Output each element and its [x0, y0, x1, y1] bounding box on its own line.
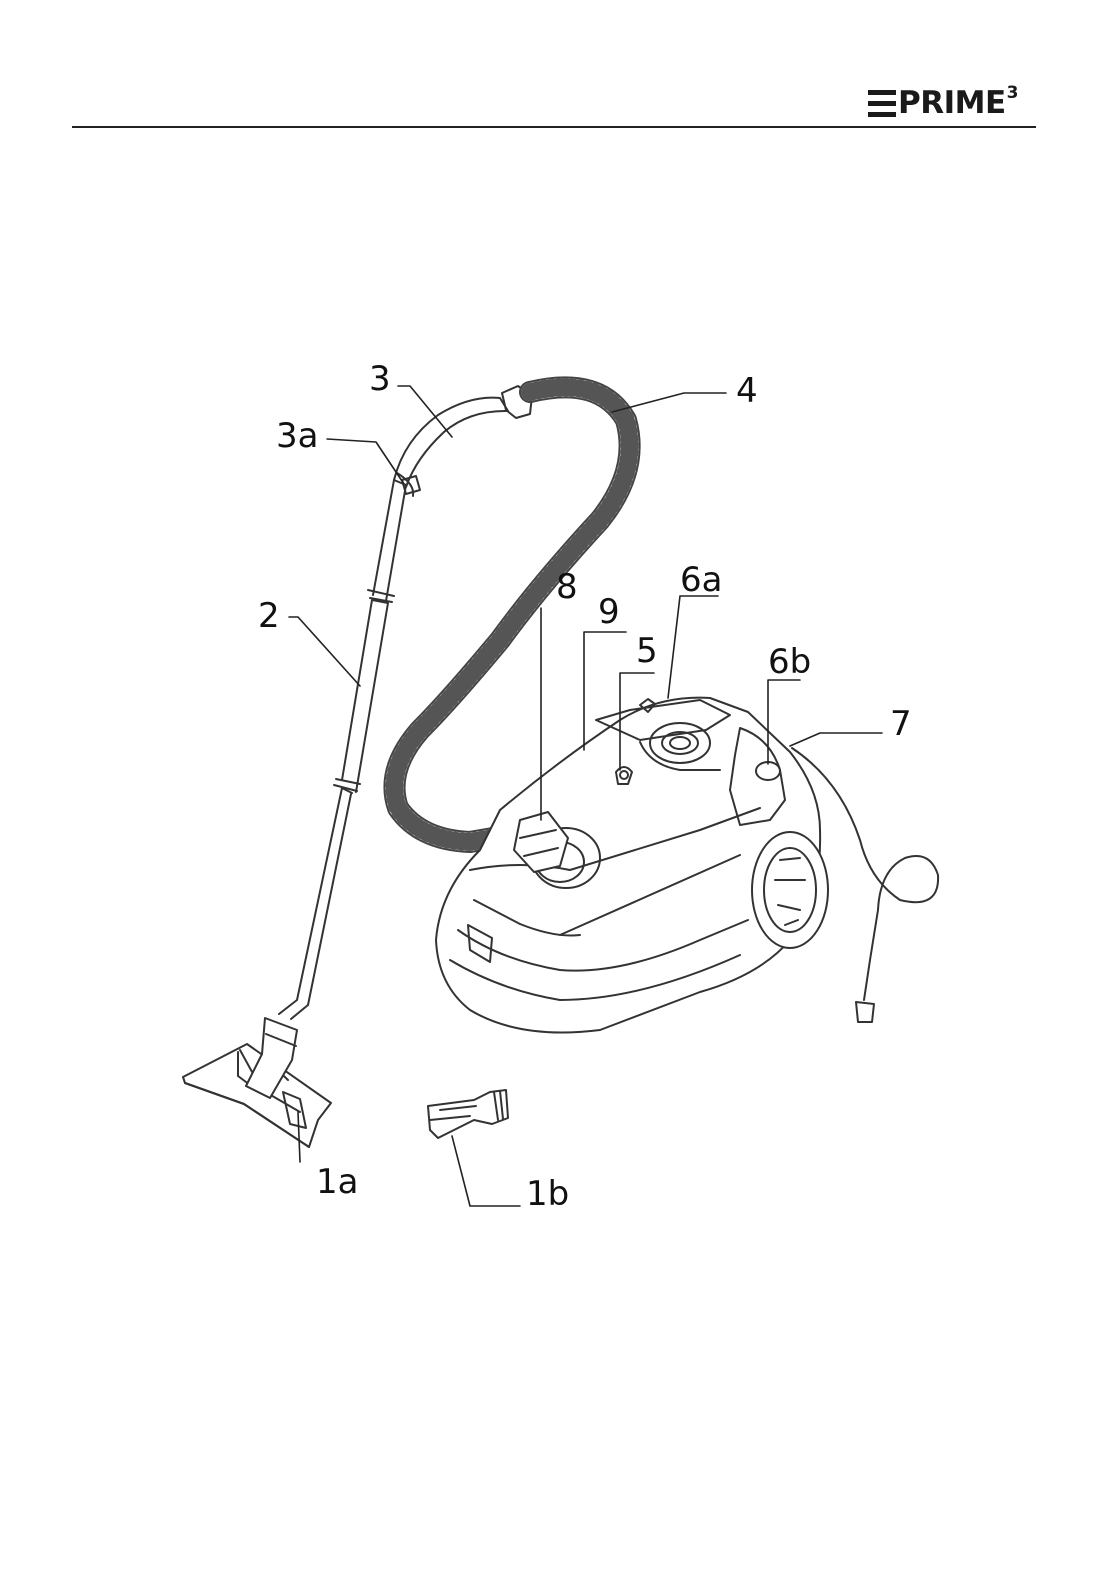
floor-nozzle-drawing: [183, 1044, 331, 1147]
leader-7: [790, 733, 882, 746]
label-2: 2: [258, 596, 280, 636]
label-6b: 6b: [768, 642, 811, 682]
label-7: 7: [890, 704, 912, 744]
label-3a: 3a: [276, 416, 318, 456]
label-8: 8: [556, 567, 578, 607]
label-9: 9: [598, 592, 620, 632]
leader-2: [289, 617, 360, 686]
leader-3a: [327, 439, 404, 484]
label-6a: 6a: [680, 560, 722, 600]
label-4: 4: [736, 371, 758, 411]
label-1a: 1a: [316, 1162, 358, 1202]
leader-1b: [452, 1136, 520, 1206]
vacuum-body-drawing: [436, 698, 938, 1033]
telescopic-tube-drawing: [246, 480, 406, 1098]
leader-6a: [668, 596, 718, 698]
label-5: 5: [636, 631, 658, 671]
label-3: 3: [369, 359, 391, 399]
crevice-tool-drawing: [428, 1090, 508, 1138]
handle-drawing: [394, 386, 532, 496]
label-1b: 1b: [526, 1174, 569, 1214]
